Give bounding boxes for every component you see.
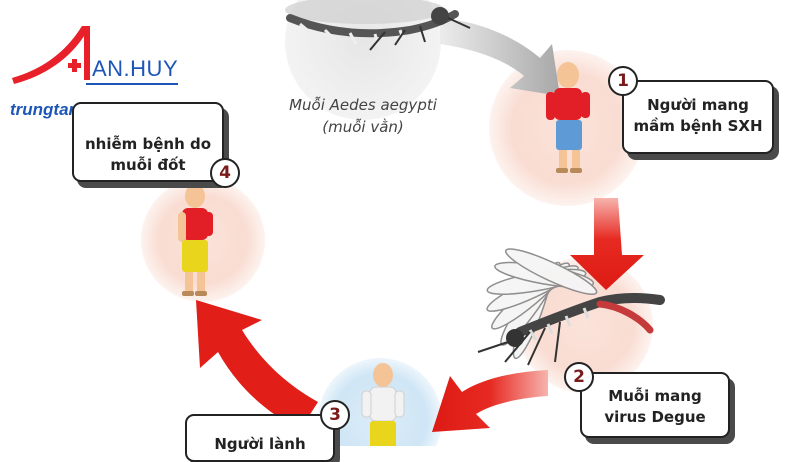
mosquito-caption: Muỗi Aedes aegypti (muỗi vằn) <box>278 94 448 138</box>
step3-line1: Người lành <box>214 435 306 453</box>
mosquito-caption-line1: Muỗi Aedes aegypti <box>289 96 437 114</box>
step2-number: 2 <box>564 362 594 392</box>
step2-line1: Muỗi mang <box>608 387 702 405</box>
step2-line2: virus Degue <box>604 408 706 426</box>
person-healthy-figure <box>361 363 405 446</box>
arrow-step3-to-step4 <box>196 300 318 430</box>
step4-line1: nhiễm bệnh do <box>84 135 212 153</box>
step1-label: Người mang mầm bệnh SXH <box>622 80 774 154</box>
mosquito-infected-illustration <box>477 248 665 366</box>
logo-mark <box>12 26 178 85</box>
step4-label: nhiễm bệnh do muỗi đốt <box>72 102 224 182</box>
dengue-cycle-diagram <box>12 0 665 446</box>
step2-label: Muỗi mang virus Degue <box>580 372 730 438</box>
mosquito-caption-line2: (muỗi vằn) <box>322 118 404 136</box>
arrow-step1-to-step2 <box>570 198 644 290</box>
logo-name: AN.HUY <box>92 56 179 81</box>
step4-line2: muỗi đốt <box>110 156 186 174</box>
step1-line1: Người mang <box>647 96 749 114</box>
mosquito-top-illustration <box>285 0 471 51</box>
mosquito2-circle <box>517 257 653 393</box>
step4-number: 4 <box>210 158 240 188</box>
step3-number: 3 <box>320 400 350 430</box>
step3-label: Người lành <box>185 414 335 462</box>
arrow-mosquito-to-step1 <box>440 18 560 96</box>
step1-number: 1 <box>608 66 638 96</box>
person-infected-figure <box>178 184 213 296</box>
person-carrier-figure <box>546 62 590 173</box>
arrow-step2-to-step3 <box>432 370 548 432</box>
step1-line2: mầm bệnh SXH <box>633 117 763 135</box>
